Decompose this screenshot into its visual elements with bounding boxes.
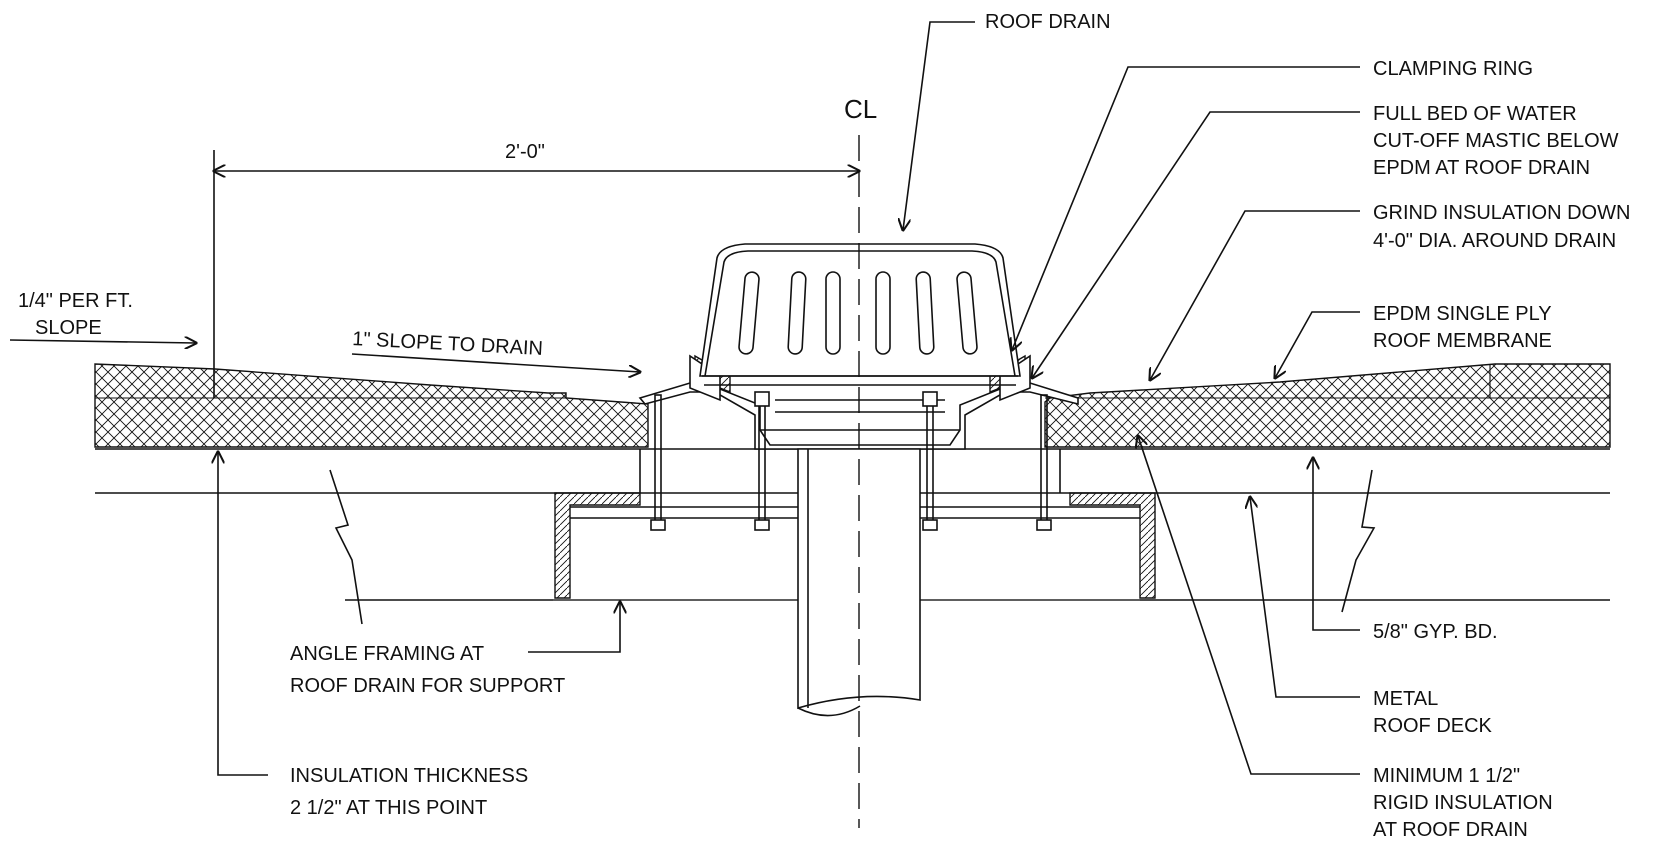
label-mastic: FULL BED OF WATER CUT-OFF MASTIC BELOW E… (1373, 103, 1619, 179)
label-grind-insulation: GRIND INSULATION DOWN 4'-0" DIA. AROUND … (1373, 202, 1630, 252)
svg-text:RIGID INSULATION: RIGID INSULATION (1373, 792, 1553, 814)
label-clamping-ring: CLAMPING RING (1373, 58, 1533, 80)
label-slope-left: 1/4" PER FT. SLOPE (18, 290, 133, 339)
svg-text:EPDM AT ROOF DRAIN: EPDM AT ROOF DRAIN (1373, 157, 1590, 179)
label-min-insulation: MINIMUM 1 1/2" RIGID INSULATION AT ROOF … (1373, 765, 1553, 841)
dimension-2ft: 2'-0" (214, 141, 859, 398)
drain-slots (738, 271, 978, 355)
svg-text:ROOF DECK: ROOF DECK (1373, 715, 1493, 737)
svg-text:1/4" PER FT.: 1/4" PER FT. (18, 290, 133, 312)
svg-text:ROOF DRAIN FOR SUPPORT: ROOF DRAIN FOR SUPPORT (290, 675, 565, 697)
svg-text:GRIND INSULATION DOWN: GRIND INSULATION DOWN (1373, 202, 1630, 224)
insulation-right (1044, 363, 1611, 448)
bolts (650, 391, 1052, 531)
leaders (9, 21, 1360, 776)
label-insulation-thickness: INSULATION THICKNESS 2 1/2" AT THIS POIN… (290, 765, 528, 819)
svg-text:ROOF MEMBRANE: ROOF MEMBRANE (1373, 330, 1552, 352)
svg-text:CUT-OFF MASTIC BELOW: CUT-OFF MASTIC BELOW (1373, 130, 1619, 152)
svg-text:METAL: METAL (1373, 688, 1438, 710)
svg-text:EPDM SINGLE PLY: EPDM SINGLE PLY (1373, 303, 1552, 325)
label-gyp-bd: 5/8" GYP. BD. (1373, 621, 1498, 643)
svg-text:SLOPE: SLOPE (35, 317, 102, 339)
svg-text:2 1/2" AT THIS POINT: 2 1/2" AT THIS POINT (290, 797, 487, 819)
drain-dome (699, 243, 1021, 386)
centerline-symbol: CL (844, 94, 877, 124)
label-angle-framing: ANGLE FRAMING AT ROOF DRAIN FOR SUPPORT (290, 643, 565, 697)
dimension-text: 2'-0" (505, 141, 545, 163)
svg-text:CLAMPING RING: CLAMPING RING (1373, 58, 1533, 80)
break-line-left (329, 469, 363, 625)
svg-text:INSULATION THICKNESS: INSULATION THICKNESS (290, 765, 528, 787)
insulation-left (94, 363, 649, 448)
svg-text:AT ROOF DRAIN: AT ROOF DRAIN (1373, 819, 1528, 841)
label-epdm: EPDM SINGLE PLY ROOF MEMBRANE (1373, 303, 1552, 352)
svg-text:MINIMUM 1 1/2": MINIMUM 1 1/2" (1373, 765, 1520, 787)
label-metal-deck: METAL ROOF DECK (1373, 688, 1493, 737)
svg-text:ANGLE FRAMING AT: ANGLE FRAMING AT (290, 643, 484, 665)
label-roof-drain: ROOF DRAIN (985, 11, 1111, 33)
svg-text:FULL BED OF WATER: FULL BED OF WATER (1373, 103, 1577, 125)
svg-text:4'-0" DIA. AROUND DRAIN: 4'-0" DIA. AROUND DRAIN (1373, 230, 1616, 252)
svg-text:ROOF DRAIN: ROOF DRAIN (985, 11, 1111, 33)
svg-text:5/8" GYP. BD.: 5/8" GYP. BD. (1373, 621, 1498, 643)
break-line-right (1341, 469, 1376, 613)
